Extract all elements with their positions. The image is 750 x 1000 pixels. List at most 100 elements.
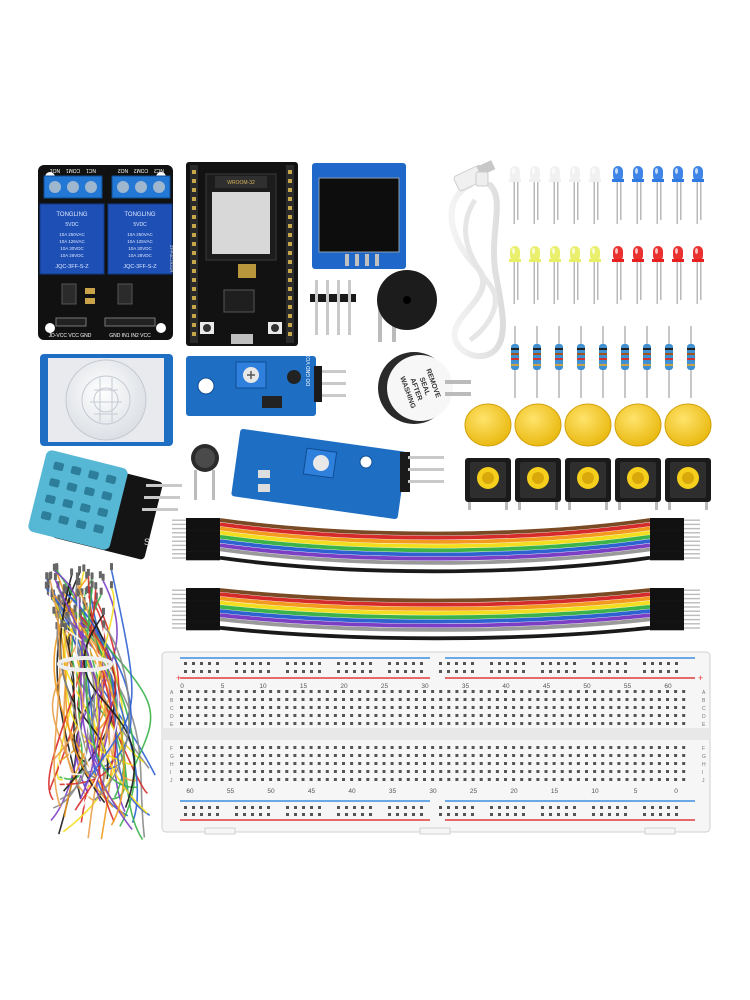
rail-hole <box>541 813 544 816</box>
dht-vent <box>88 470 99 480</box>
terminal-hole <box>358 770 362 773</box>
terminal-hole <box>552 714 556 717</box>
rail-hole <box>184 806 187 809</box>
terminal-hole <box>439 762 443 765</box>
column-number: 50 <box>583 683 591 690</box>
terminal-hole <box>212 722 216 725</box>
rail-hole <box>616 813 619 816</box>
terminal-hole <box>374 690 378 693</box>
esp32-pin <box>192 251 196 255</box>
rail-hole <box>624 670 627 673</box>
rail-hole <box>267 806 270 809</box>
led-white <box>529 166 541 224</box>
terminal-hole <box>617 698 621 701</box>
rail-hole <box>251 806 254 809</box>
terminal-hole <box>568 762 572 765</box>
terminal-hole <box>520 754 524 757</box>
terminal-hole <box>317 754 321 757</box>
row-letter: I <box>170 770 171 776</box>
terminal-hole <box>641 714 645 717</box>
terminal-hole <box>317 698 321 701</box>
terminal-hole <box>252 714 256 717</box>
terminal-hole <box>674 722 678 725</box>
rail-plus-sign: + <box>698 673 703 683</box>
dupont-wire <box>219 530 651 548</box>
esp32-pin <box>192 305 196 309</box>
column-number: 20 <box>340 683 348 690</box>
terminal-hole <box>455 770 459 773</box>
rail-hole <box>192 806 195 809</box>
terminal-hole <box>528 770 532 773</box>
rail-hole <box>439 662 442 665</box>
terminal-hole <box>463 778 467 781</box>
terminal-hole <box>204 762 208 765</box>
dupont-wire <box>219 518 651 536</box>
dupont-connector <box>186 526 220 531</box>
rail-hole <box>420 670 423 673</box>
terminal-hole <box>479 690 483 693</box>
rail-hole <box>490 806 493 809</box>
rail-hole <box>659 662 662 665</box>
rail-hole <box>310 813 313 816</box>
breadboard-clip <box>644 827 676 835</box>
terminal-hole <box>528 746 532 749</box>
rail-hole <box>565 670 568 673</box>
rail-hole <box>455 662 458 665</box>
led-white <box>549 166 561 224</box>
rail-hole <box>522 662 525 665</box>
terminal-hole <box>512 778 516 781</box>
terminal-hole <box>447 690 451 693</box>
terminal-hole <box>261 706 264 709</box>
terminal-hole <box>366 746 370 749</box>
terminal-hole <box>293 698 297 701</box>
terminal-hole <box>252 698 256 701</box>
terminal-hole <box>568 770 572 773</box>
terminal-hole <box>406 714 410 717</box>
rail-hole <box>243 813 246 816</box>
dht-vent <box>66 482 78 492</box>
terminal-hole <box>536 778 540 781</box>
rail-plus-sign: + <box>176 673 181 683</box>
usb-cable <box>448 160 506 359</box>
terminal-hole <box>682 762 686 765</box>
rail-hole <box>420 813 423 816</box>
rail-hole <box>216 813 219 816</box>
terminal-hole <box>447 770 451 773</box>
dht-header-pins <box>142 484 182 511</box>
jumper-wire <box>56 617 114 808</box>
dupont-connector <box>186 613 220 618</box>
terminal-hole <box>390 714 394 717</box>
terminal-hole <box>641 746 645 749</box>
voltage-regulator <box>238 264 256 278</box>
dupont-connector <box>650 526 684 531</box>
relay-terminal-label: COM1 <box>66 167 81 173</box>
terminal-hole <box>560 778 564 781</box>
terminal-hole <box>682 754 686 757</box>
terminal-hole <box>406 778 410 781</box>
rail-hole <box>267 813 270 816</box>
terminal-hole <box>520 746 524 749</box>
dupont-connector <box>650 551 684 557</box>
terminal-hole <box>414 762 418 765</box>
terminal-hole <box>382 746 386 749</box>
row-letter: H <box>170 762 174 768</box>
oled-display-module <box>312 163 406 269</box>
terminal-hole <box>423 706 426 709</box>
terminal-hole <box>423 754 426 757</box>
rail-hole <box>490 662 493 665</box>
terminal-hole <box>269 706 273 709</box>
ir-sensor-module <box>191 429 444 519</box>
terminal-hole <box>439 698 443 701</box>
terminal-hole <box>220 706 224 709</box>
rail-hole <box>463 806 466 809</box>
rail-hole <box>498 662 501 665</box>
terminal-hole <box>236 706 240 709</box>
terminal-hole <box>641 778 645 781</box>
terminal-hole <box>333 698 337 701</box>
esp32-board: WROOM-32 <box>186 162 298 346</box>
terminal-hole <box>495 698 499 701</box>
terminal-hole <box>649 722 653 725</box>
dupont-ribbon-bottom <box>172 588 700 641</box>
terminal-hole <box>439 722 443 725</box>
rail-hole <box>235 670 238 673</box>
